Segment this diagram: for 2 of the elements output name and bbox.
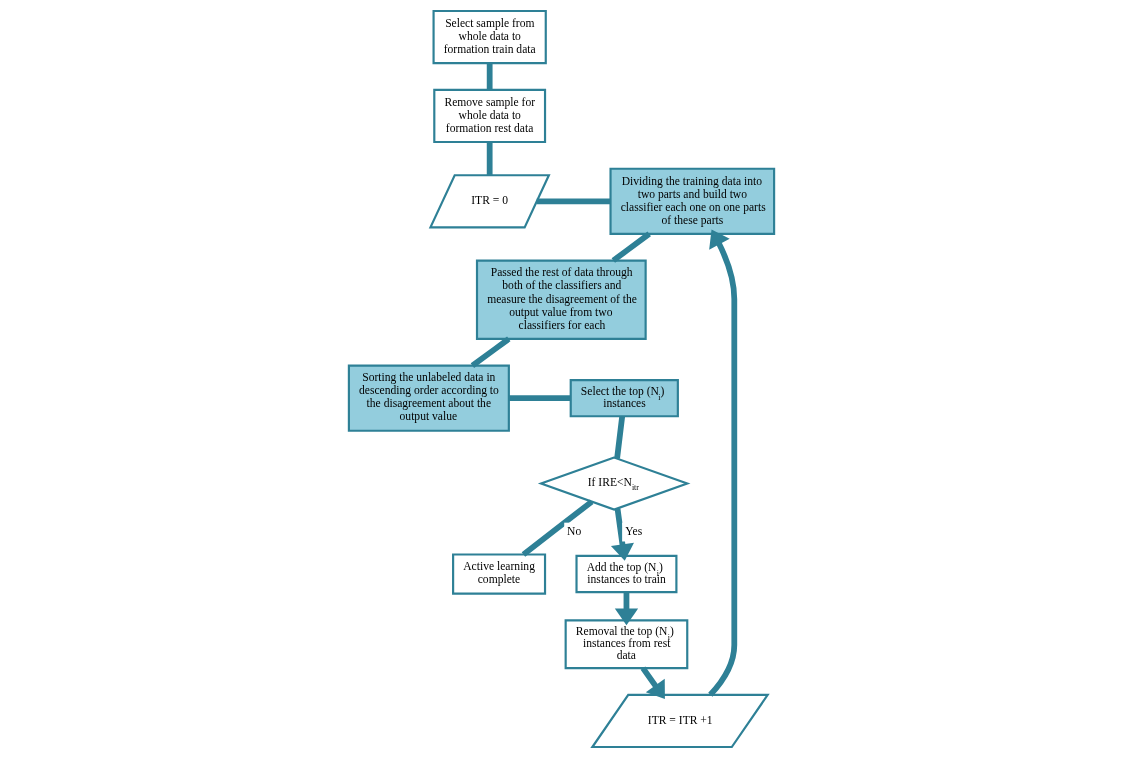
edge-label: No bbox=[567, 524, 582, 538]
edge-label: Yes bbox=[625, 524, 643, 538]
